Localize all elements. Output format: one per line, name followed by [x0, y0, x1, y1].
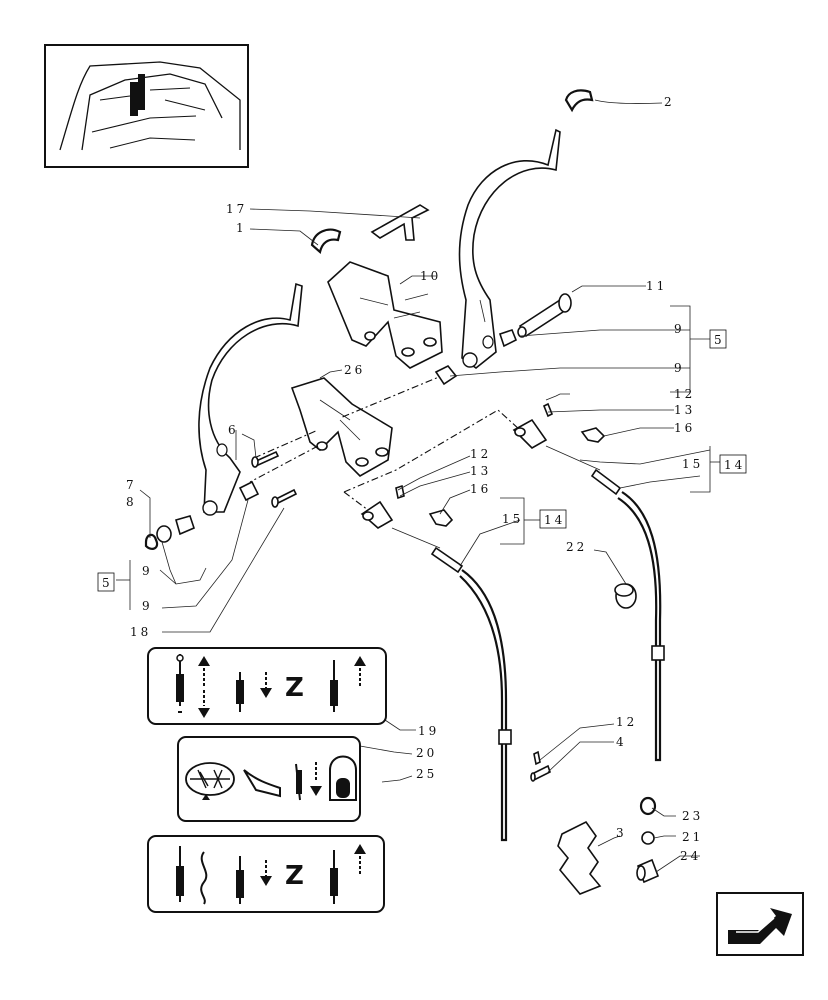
washer-part-7 [144, 533, 159, 550]
callout-26: 26 [344, 363, 365, 377]
callout-10: 10 [420, 269, 441, 283]
tractor-cab-location-icon [59, 61, 241, 151]
callout-9-right-bottom: 9 [674, 361, 685, 375]
cotter-part-12 [533, 750, 541, 766]
callout-9-right-top: 9 [674, 322, 685, 336]
callout-25: 25 [416, 767, 437, 781]
left-lever [198, 282, 303, 516]
callout-23: 23 [682, 809, 703, 823]
bushing-part-9-right [498, 329, 518, 348]
assembly-line-1 [339, 373, 447, 419]
decal-25: Z [147, 835, 385, 913]
pin-part-11 [517, 293, 572, 338]
callout-13-left: 13 [470, 464, 491, 478]
callout-12-bottom: 12 [616, 715, 637, 729]
callout-6: 6 [228, 423, 239, 437]
callout-box-5-right [709, 329, 727, 349]
callout-2: 2 [664, 95, 675, 109]
decal-19-z-letter: Z [285, 673, 304, 703]
knob-part-1 [310, 228, 342, 255]
callout-19: 19 [418, 724, 439, 738]
callout-9-left-bottom: 9 [142, 599, 153, 613]
callout-15-right: 15 [682, 457, 703, 471]
clip-part-16-right [580, 427, 606, 443]
pin-part-4 [530, 764, 551, 782]
callout-9-left-top: 9 [142, 564, 153, 578]
callout-box-14-right [719, 454, 747, 474]
callout-20: 20 [416, 746, 437, 760]
callout-7: 7 [126, 478, 137, 492]
callouts: 2 17 1 10 11 9 5 9 26 12 13 16 15 14 6 7… [97, 95, 747, 863]
callout-5-left: 5 [102, 576, 113, 590]
callout-24: 24 [680, 849, 701, 863]
callout-8: 8 [126, 495, 137, 509]
location-thumbnail [44, 44, 249, 168]
assembly-line-3 [343, 409, 521, 493]
decal-19: Z [147, 647, 387, 725]
callout-5-right: 5 [714, 333, 725, 347]
callout-4: 4 [616, 735, 627, 749]
leader-lines [116, 99, 720, 873]
assembly-line-5 [253, 429, 319, 459]
callout-21: 21 [682, 830, 703, 844]
previous-page-arrow-icon[interactable] [716, 892, 804, 956]
decal-25-z-letter: Z [285, 861, 304, 891]
right-cable-assembly [512, 402, 665, 762]
callout-14-left: 14 [544, 513, 565, 527]
callout-17: 17 [226, 202, 247, 216]
callout-16-left: 16 [470, 482, 491, 496]
bushing-part-9-center [434, 364, 458, 386]
pivot-support-part-10 [327, 261, 443, 369]
right-lever [458, 128, 561, 370]
callout-12-left: 12 [470, 447, 491, 461]
washer-part-21 [641, 831, 655, 845]
callout-1: 1 [236, 221, 247, 235]
assembly-line-4 [343, 491, 369, 511]
ring-part-8 [156, 525, 172, 543]
callout-18: 18 [130, 625, 151, 639]
bushing-part-9-left [175, 515, 195, 536]
bracket-part-26 [290, 377, 393, 477]
screw-part-18 [271, 488, 298, 508]
callout-12-right: 12 [674, 387, 695, 401]
callout-22: 22 [566, 540, 587, 554]
callout-15-left: 15 [502, 512, 523, 526]
bushing-part-9-lever [238, 480, 260, 502]
callout-3: 3 [616, 826, 627, 840]
callout-16-right: 16 [674, 421, 695, 435]
callout-box-14-left [539, 509, 567, 529]
screw-part-6 [251, 450, 280, 468]
callout-11: 11 [646, 279, 667, 293]
knob-part-2 [564, 89, 594, 113]
bushing-part-23 [639, 796, 657, 816]
callout-13-right: 13 [674, 403, 695, 417]
left-cable-assembly [360, 484, 512, 842]
bracket-part-17 [370, 204, 430, 241]
decal-20 [177, 736, 361, 822]
callout-box-5-left [97, 572, 115, 592]
sleeve-part-24 [636, 858, 660, 884]
cap-part-22 [614, 583, 637, 609]
holder-part-3 [557, 820, 602, 895]
callout-14-right: 14 [724, 458, 745, 472]
assembly-line-2 [249, 445, 319, 483]
